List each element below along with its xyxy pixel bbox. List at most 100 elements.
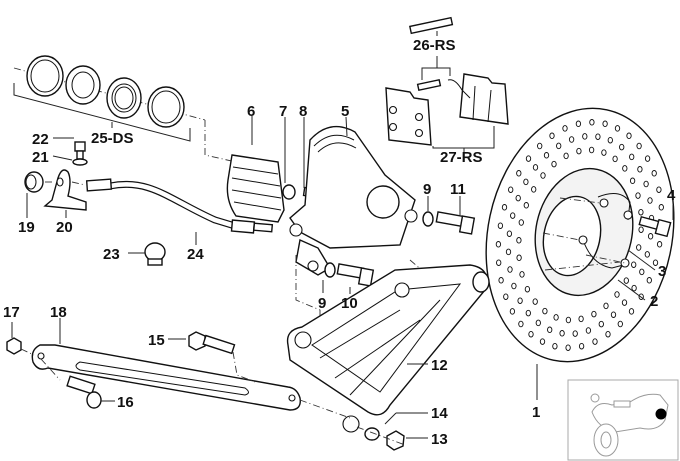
bracket-nut (386, 430, 405, 451)
disc-hole (539, 338, 546, 345)
brake-disc (485, 107, 675, 363)
caliper-mount-hole-left (289, 223, 303, 237)
disc-hole (639, 268, 645, 276)
disc-hole (525, 155, 532, 162)
disc-hole (612, 155, 618, 163)
disc-hole (652, 259, 659, 266)
disc-hole (565, 316, 572, 324)
caliper-bolt (435, 211, 476, 235)
hose-clip (144, 242, 166, 266)
seal-ring-1 (26, 55, 64, 97)
caliper-lower-arm (295, 238, 331, 276)
leader-2 (617, 279, 646, 301)
disc-hole (519, 271, 525, 278)
leader-3 (627, 249, 656, 271)
leader-21 (52, 155, 73, 161)
hose-body-fill (109, 182, 236, 229)
disc-hole (542, 307, 548, 315)
disc-hole (610, 311, 617, 318)
callout-14: 14 (431, 405, 448, 422)
caliper-bracket-web (311, 283, 462, 393)
torque-arm (31, 344, 301, 411)
seal-ring-4-inner (151, 90, 181, 124)
disc-hole (619, 143, 625, 151)
brake-caliper (289, 125, 418, 276)
callout-18: 18 (50, 304, 67, 321)
caliper-bracket (286, 264, 490, 433)
pad-hole (414, 128, 424, 138)
disc-hole (532, 164, 539, 171)
callout-6: 6 (247, 103, 255, 120)
hose-thread-right (253, 222, 274, 233)
banjo-bolt-head (74, 141, 86, 152)
callout-5: 5 (341, 103, 349, 120)
disc-hole (638, 208, 644, 216)
disc-hole (635, 192, 641, 199)
disc-hole (515, 194, 521, 202)
leader-5 (345, 116, 348, 137)
brake-pad-right (459, 73, 509, 125)
disc-hole (509, 308, 516, 315)
disc-hole (543, 152, 550, 159)
bracket-bolt (188, 331, 236, 355)
seal-ring-1-inner (30, 59, 60, 93)
holder-axis (71, 181, 86, 186)
sealing-washer (72, 158, 88, 166)
disc-hole (656, 241, 663, 248)
grommet (24, 171, 44, 193)
callout-2: 2 (650, 293, 658, 310)
disc-hole (629, 177, 636, 185)
caliper-mount-hole-upper (404, 209, 418, 223)
torque-arm-to-bracket-axis (299, 399, 351, 419)
locator-thumbnail (567, 379, 679, 461)
disc-hole (647, 197, 653, 204)
callout-13: 13 (431, 431, 448, 448)
callout-8: 8 (299, 103, 307, 120)
carrier-hole (623, 210, 633, 220)
disc-hole (516, 170, 522, 177)
disc-hole (658, 204, 664, 211)
pad-groove (472, 85, 476, 121)
leader-14a (384, 412, 397, 425)
bracket-hole-left (294, 331, 312, 349)
disc-bolt-head (654, 218, 672, 238)
callout-20: 20 (56, 219, 73, 236)
pad-pin-lower (416, 78, 442, 92)
disc-hole (511, 282, 517, 290)
disc-hole (644, 251, 650, 258)
callout-9-lower: 9 (318, 295, 326, 312)
leader-lines (11, 116, 674, 439)
disc-hub-bore (542, 195, 602, 277)
bracket-hole-top (394, 282, 410, 298)
disc-hole (589, 119, 595, 126)
disc-hole (621, 299, 628, 306)
callout-25-ds: 25-DS (91, 130, 134, 147)
callout-15: 15 (148, 332, 165, 349)
disc-hole (585, 327, 592, 334)
disc-hole (631, 261, 637, 268)
hose-clip-body (144, 242, 166, 262)
lock-plate-upper (597, 192, 631, 221)
motorcycle-mirror-outline (590, 393, 600, 403)
disc-hole (607, 136, 613, 144)
disc-hole (510, 212, 516, 219)
torque-arm-bolt-front (66, 375, 102, 409)
pad-pin-bracket (421, 67, 451, 80)
pad-hole (388, 122, 398, 132)
disc-hole (626, 132, 632, 140)
callout-21: 21 (32, 149, 49, 166)
nut-13-axis (356, 426, 406, 446)
disc-hole (505, 248, 512, 256)
torque-arm-nut (6, 337, 22, 355)
brake-hose (85, 178, 274, 234)
disc-hole (629, 153, 635, 161)
torque-arm-hole-right (288, 394, 296, 402)
disc-hole (516, 254, 522, 262)
banjo-bolt-shank (76, 150, 84, 160)
disc-bolt-axis (542, 232, 581, 241)
disc-hole (508, 186, 514, 193)
disc-hole (614, 291, 620, 298)
disc-hole (636, 142, 642, 150)
